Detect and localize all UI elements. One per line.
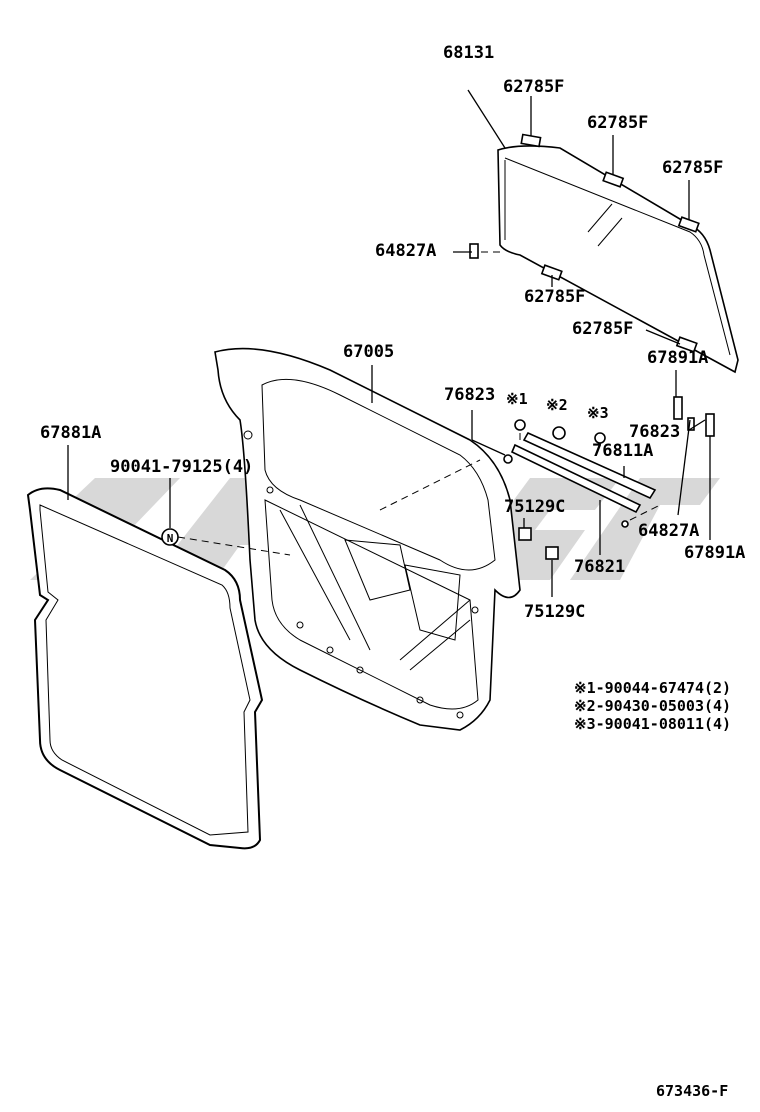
label-75129c-2: 75129C [524,602,585,622]
label-mark-3: ※3 [587,404,609,422]
clip-upper [469,243,479,259]
fastener-n-symbol: N [161,528,179,546]
back-window-glass [497,145,739,374]
footnotes: ※1-90044-67474(2) ※2-90430-05003(4) ※3-9… [574,679,731,733]
note-3: ※3-90041-08011(4) [574,715,731,733]
note-2: ※2-90430-05003(4) [574,697,731,715]
door-weatherstrip [26,487,264,850]
leader-lines [67,89,711,597]
circle-n-label: N [167,532,174,545]
label-67005: 67005 [343,342,394,362]
part-labels: 68131 62785F 62785F 62785F 64827A 62785F… [40,43,745,622]
label-62785f-2: 62785F [587,113,648,133]
label-62785f-4: 62785F [524,287,585,307]
label-75129c-1: 75129C [504,497,565,517]
label-mark-2: ※2 [546,396,568,414]
label-62785f-5: 62785F [572,319,633,339]
label-62785f-1: 62785F [503,77,564,97]
label-64827a-1: 64827A [375,241,436,261]
label-76823-1: 76823 [444,385,495,405]
label-90041-79125: 90041-79125(4) [110,457,253,477]
label-67891a-2: 67891A [684,543,745,563]
label-68131: 68131 [443,43,494,63]
label-67881a: 67881A [40,423,101,443]
glass-spacer-pads [520,133,700,353]
label-76811a: 76811A [592,441,653,461]
label-mark-1: ※1 [506,390,528,408]
trim-parts [503,396,715,560]
label-76821: 76821 [574,557,625,577]
note-1: ※1-90044-67474(2) [574,679,731,697]
label-67891a-1: 67891A [647,348,708,368]
label-64827a-2: 64827A [638,521,699,541]
back-door-panel [214,347,521,731]
label-76823-2: 76823 [629,422,680,442]
figure-id: 673436-F [656,1082,728,1100]
label-62785f-3: 62785F [662,158,723,178]
